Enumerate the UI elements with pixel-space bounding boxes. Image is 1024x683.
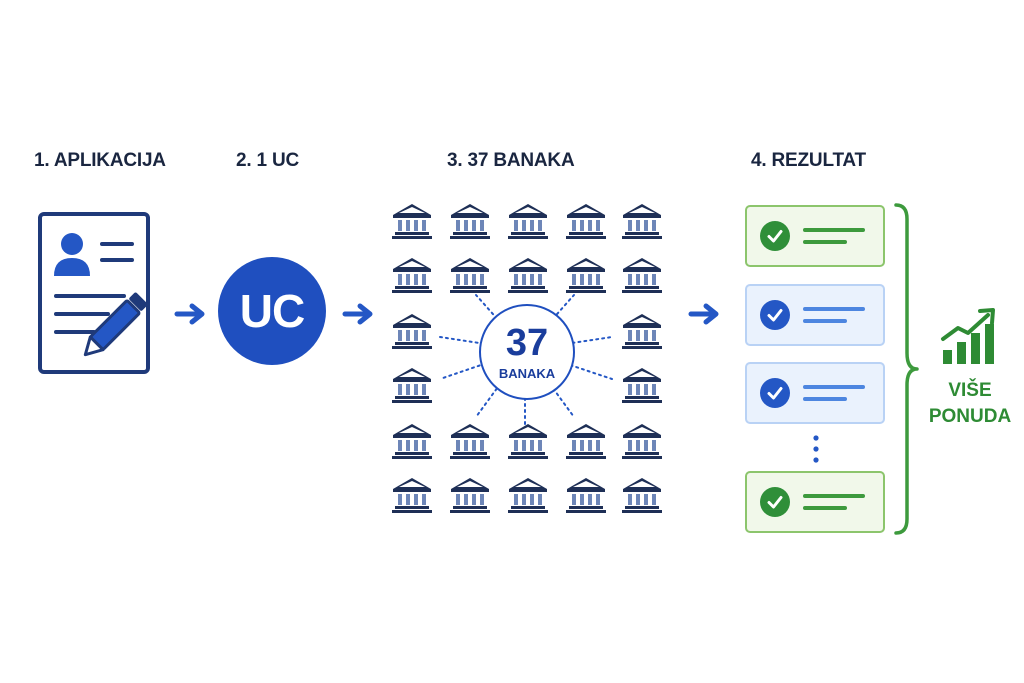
bank-building-icon [508, 424, 548, 459]
bank-building-icon [508, 478, 548, 513]
bar-chart-growth-icon [941, 308, 995, 364]
connection-line [439, 336, 479, 344]
check-circle-icon [760, 221, 790, 251]
more-offers-line1: VIŠE [948, 380, 992, 401]
bank-building-icon [622, 478, 662, 513]
bank-building-icon [392, 424, 432, 459]
result-card-accepted [745, 205, 885, 267]
results-brace [894, 203, 919, 535]
bank-network [392, 204, 662, 513]
result-card-offer [745, 362, 885, 424]
connection-line [569, 364, 613, 380]
connection-line [552, 387, 575, 418]
bank-building-icon [622, 204, 662, 239]
arrow-right-icon [342, 303, 373, 325]
bank-building-icon [566, 258, 606, 293]
bank-building-icon [622, 258, 662, 293]
bank-building-icon [450, 258, 490, 293]
bank-building-icon [622, 424, 662, 459]
more-offers-label: VIŠE PONUDA [920, 378, 1020, 430]
bank-building-icon [392, 478, 432, 513]
bank-building-icon [508, 258, 548, 293]
bank-building-icon [450, 478, 490, 513]
bank-building-icon [566, 478, 606, 513]
document-pen-icon [38, 212, 150, 374]
bank-building-icon [622, 314, 662, 349]
bank-building-icon [622, 368, 662, 403]
step-label-result: 4. REZULTAT [751, 150, 866, 171]
bank-count-label: BANAKA [498, 365, 556, 381]
result-card-offer [745, 284, 885, 346]
more-results-ellipsis [813, 435, 819, 463]
arrow-right-icon [174, 303, 205, 325]
connection-line [439, 364, 481, 380]
result-card-accepted [745, 471, 885, 533]
bank-building-icon [508, 204, 548, 239]
bank-building-icon [392, 368, 432, 403]
bank-building-icon [450, 204, 490, 239]
check-circle-icon [760, 378, 790, 408]
bank-building-icon [450, 424, 490, 459]
connection-line [475, 294, 495, 316]
connection-line [571, 336, 613, 344]
check-circle-icon [760, 300, 790, 330]
arrow-right-icon [688, 303, 719, 325]
bank-count-number: 37 [505, 321, 549, 364]
connection-line [475, 387, 498, 418]
bank-building-icon [392, 204, 432, 239]
step-label-banks: 3. 37 BANAKA [447, 150, 575, 171]
more-offers-line2: PONUDA [928, 406, 1012, 427]
uc-circle: UC [218, 257, 326, 365]
bank-building-icon [566, 204, 606, 239]
connection-line [555, 294, 575, 316]
step-label-uc: 2. 1 UC [236, 150, 300, 171]
bank-building-icon [392, 314, 432, 349]
bank-building-icon [566, 424, 606, 459]
step-label-application: 1. APLIKACIJA [34, 150, 166, 171]
bank-count-badge: 37 BANAKA [479, 304, 575, 400]
bank-building-icon [392, 258, 432, 293]
check-circle-icon [760, 487, 790, 517]
